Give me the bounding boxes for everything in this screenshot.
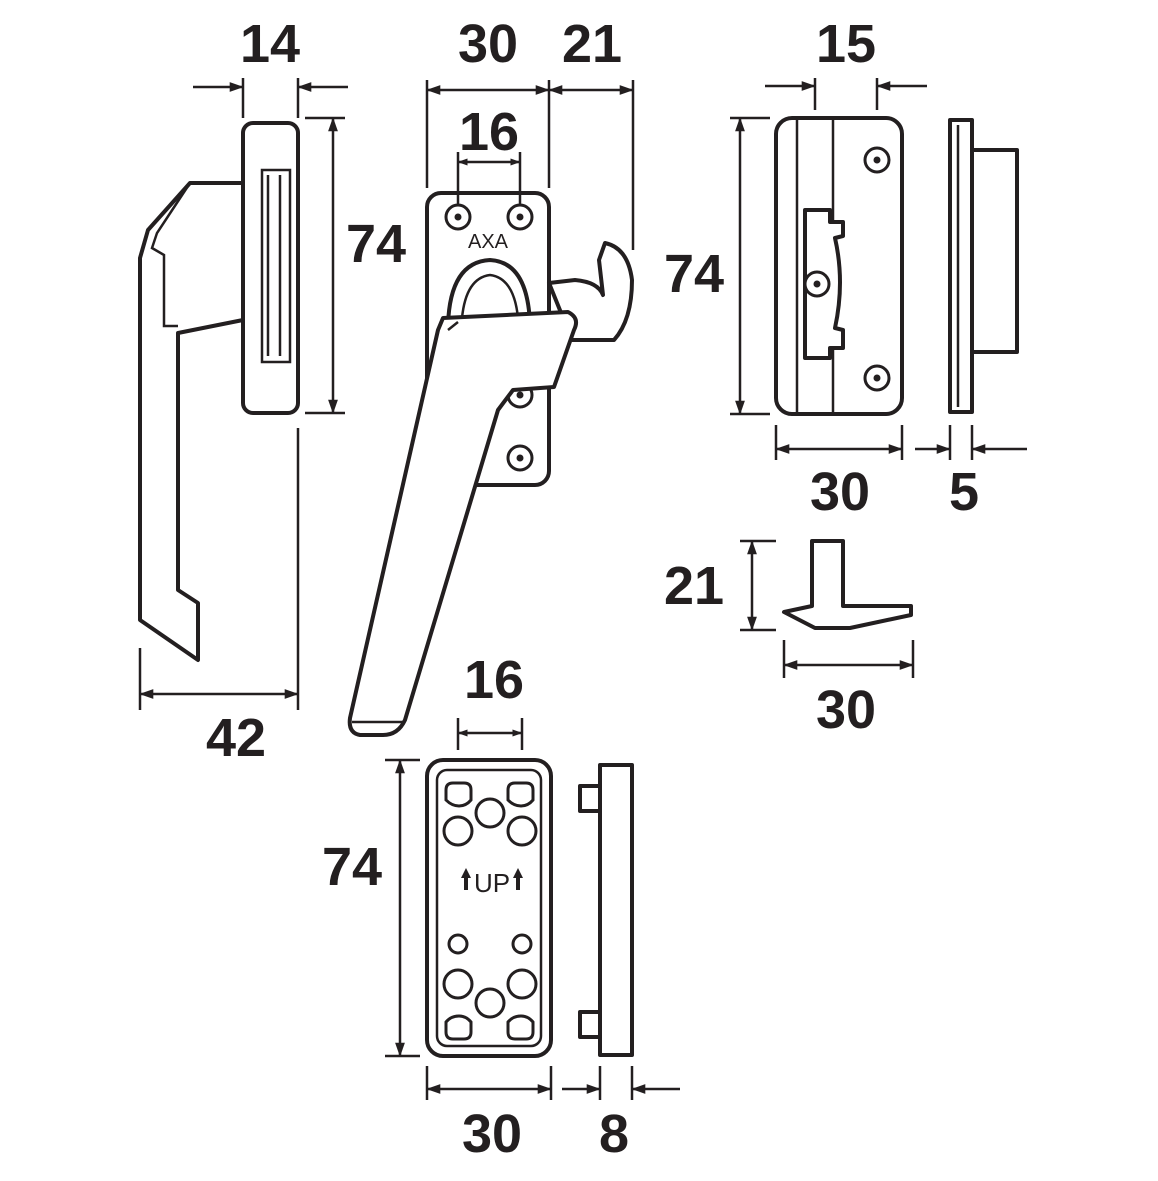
mounting-plate-view: UP 16 74 30	[322, 650, 553, 1164]
handle-lever-edge	[352, 321, 459, 724]
hole-icon	[474, 987, 506, 1019]
mounting-screw-icon	[506, 203, 534, 231]
keeper-side-block	[970, 148, 1019, 354]
hole-icon	[506, 815, 538, 847]
mounting-screw-icon	[863, 146, 891, 174]
wedge-part	[782, 539, 913, 630]
handle-lever	[347, 310, 578, 737]
handle-base-recess	[260, 168, 292, 364]
hole-icon	[511, 933, 533, 955]
dim-screw-spacing-16: 16	[459, 102, 519, 162]
mounting-screw-icon	[444, 203, 472, 231]
dim-offset-15: 15	[816, 14, 876, 74]
dim-height-74: 74	[664, 244, 724, 304]
mounting-plate-side-view: 8	[562, 763, 680, 1164]
mounting-plate-side	[598, 763, 634, 1057]
wedge-view: 21 30	[664, 539, 915, 740]
dim-depth-14: 14	[240, 14, 300, 74]
keeper-front-view: 15 74 30	[664, 14, 927, 522]
handle-side-view: 14 74 42	[138, 14, 406, 768]
handle-lever-side	[138, 181, 245, 662]
brand-mark: AXA	[468, 231, 509, 253]
mounting-screw-icon	[803, 270, 831, 298]
up-arrow-icon	[461, 868, 471, 890]
dim-depth-8: 8	[599, 1104, 629, 1164]
slot-hole-icon	[444, 781, 473, 808]
dim-width-30: 30	[462, 1104, 522, 1164]
hole-icon	[506, 968, 538, 1000]
slot-hole-icon	[506, 1014, 535, 1041]
keeper-side-plate	[948, 118, 974, 414]
dim-hook-21: 21	[562, 14, 622, 74]
handle-lever-bevel	[150, 182, 192, 328]
mounting-screw-icon	[506, 444, 534, 472]
mounting-screw-icon	[863, 364, 891, 392]
handle-front-view: AXA 30 21 16	[347, 14, 635, 737]
dim-width-30: 30	[816, 680, 876, 740]
handle-pivot-boss	[446, 258, 532, 327]
hole-icon	[447, 933, 469, 955]
hole-icon	[442, 968, 474, 1000]
dim-width-30: 30	[458, 14, 518, 74]
dim-screw-spacing-16: 16	[464, 650, 524, 710]
dim-height-21: 21	[664, 556, 724, 616]
mounting-plate-pin	[578, 1010, 602, 1039]
hole-icon	[442, 815, 474, 847]
dim-height-74: 74	[346, 214, 406, 274]
slot-hole-icon	[506, 781, 535, 808]
keeper-side-view: 5	[915, 118, 1027, 522]
mounting-plate-pin	[578, 784, 602, 813]
dim-depth-5: 5	[949, 462, 979, 522]
hole-icon	[474, 797, 506, 829]
up-arrow-icon	[513, 868, 523, 890]
dim-width-30: 30	[810, 462, 870, 522]
dim-projection-42: 42	[206, 708, 266, 768]
dim-height-74: 74	[322, 837, 382, 897]
handle-pivot-boss-inner	[460, 273, 520, 319]
up-marking: UP	[474, 868, 510, 898]
slot-hole-icon	[444, 1014, 473, 1041]
